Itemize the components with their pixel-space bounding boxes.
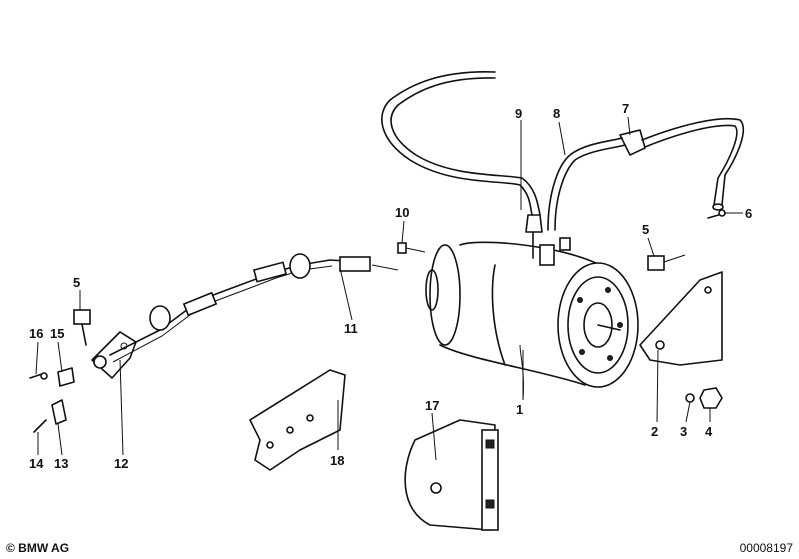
callout-12: 12 [114,456,128,471]
callout-2: 2 [651,424,658,439]
sleeve-13[interactable] [51,399,67,425]
callout-9: 9 [515,106,522,121]
callout-14: 14 [29,456,44,471]
screw-14[interactable] [33,419,47,433]
bolt-5-left[interactable] [73,309,91,346]
hose-8[interactable] [381,71,626,231]
clip-15[interactable] [57,367,75,387]
callout-8: 8 [553,106,560,121]
callout-18: 18 [330,453,344,468]
vacuum-canister-1[interactable] [425,237,639,401]
clamp-7[interactable] [619,117,745,211]
callout-labels: 1 2 3 4 5 5 6 7 8 9 10 11 12 13 14 15 16… [29,101,752,471]
callout-7: 7 [622,101,629,116]
callout-17: 17 [425,398,439,413]
callout-3: 3 [680,424,687,439]
document-number: 00008197 [739,541,793,555]
fitting-9[interactable] [525,214,543,259]
callout-13: 13 [54,456,68,471]
leader-lines [35,116,743,461]
callout-5-left: 5 [73,275,80,290]
bracket-12[interactable] [91,331,137,379]
callout-11: 11 [344,321,358,336]
callout-1: 1 [516,402,523,417]
nut-4[interactable] [699,387,723,409]
bracket-18[interactable] [249,369,346,471]
callout-16: 16 [29,326,43,341]
washer-3[interactable] [685,393,695,403]
callout-10: 10 [395,205,409,220]
callout-15: 15 [50,326,64,341]
bolt-10[interactable] [397,242,426,254]
clip-16[interactable] [29,372,48,380]
callout-5-right: 5 [642,222,649,237]
callout-4: 4 [705,424,713,439]
bolt-5-right[interactable] [647,254,686,271]
copyright-notice: © BMW AG [6,541,70,555]
callout-6: 6 [745,206,752,221]
cable-11[interactable] [109,253,399,363]
mounting-plate-2[interactable] [639,271,723,366]
screw-6[interactable] [707,209,738,219]
bracket-17[interactable] [404,419,499,531]
